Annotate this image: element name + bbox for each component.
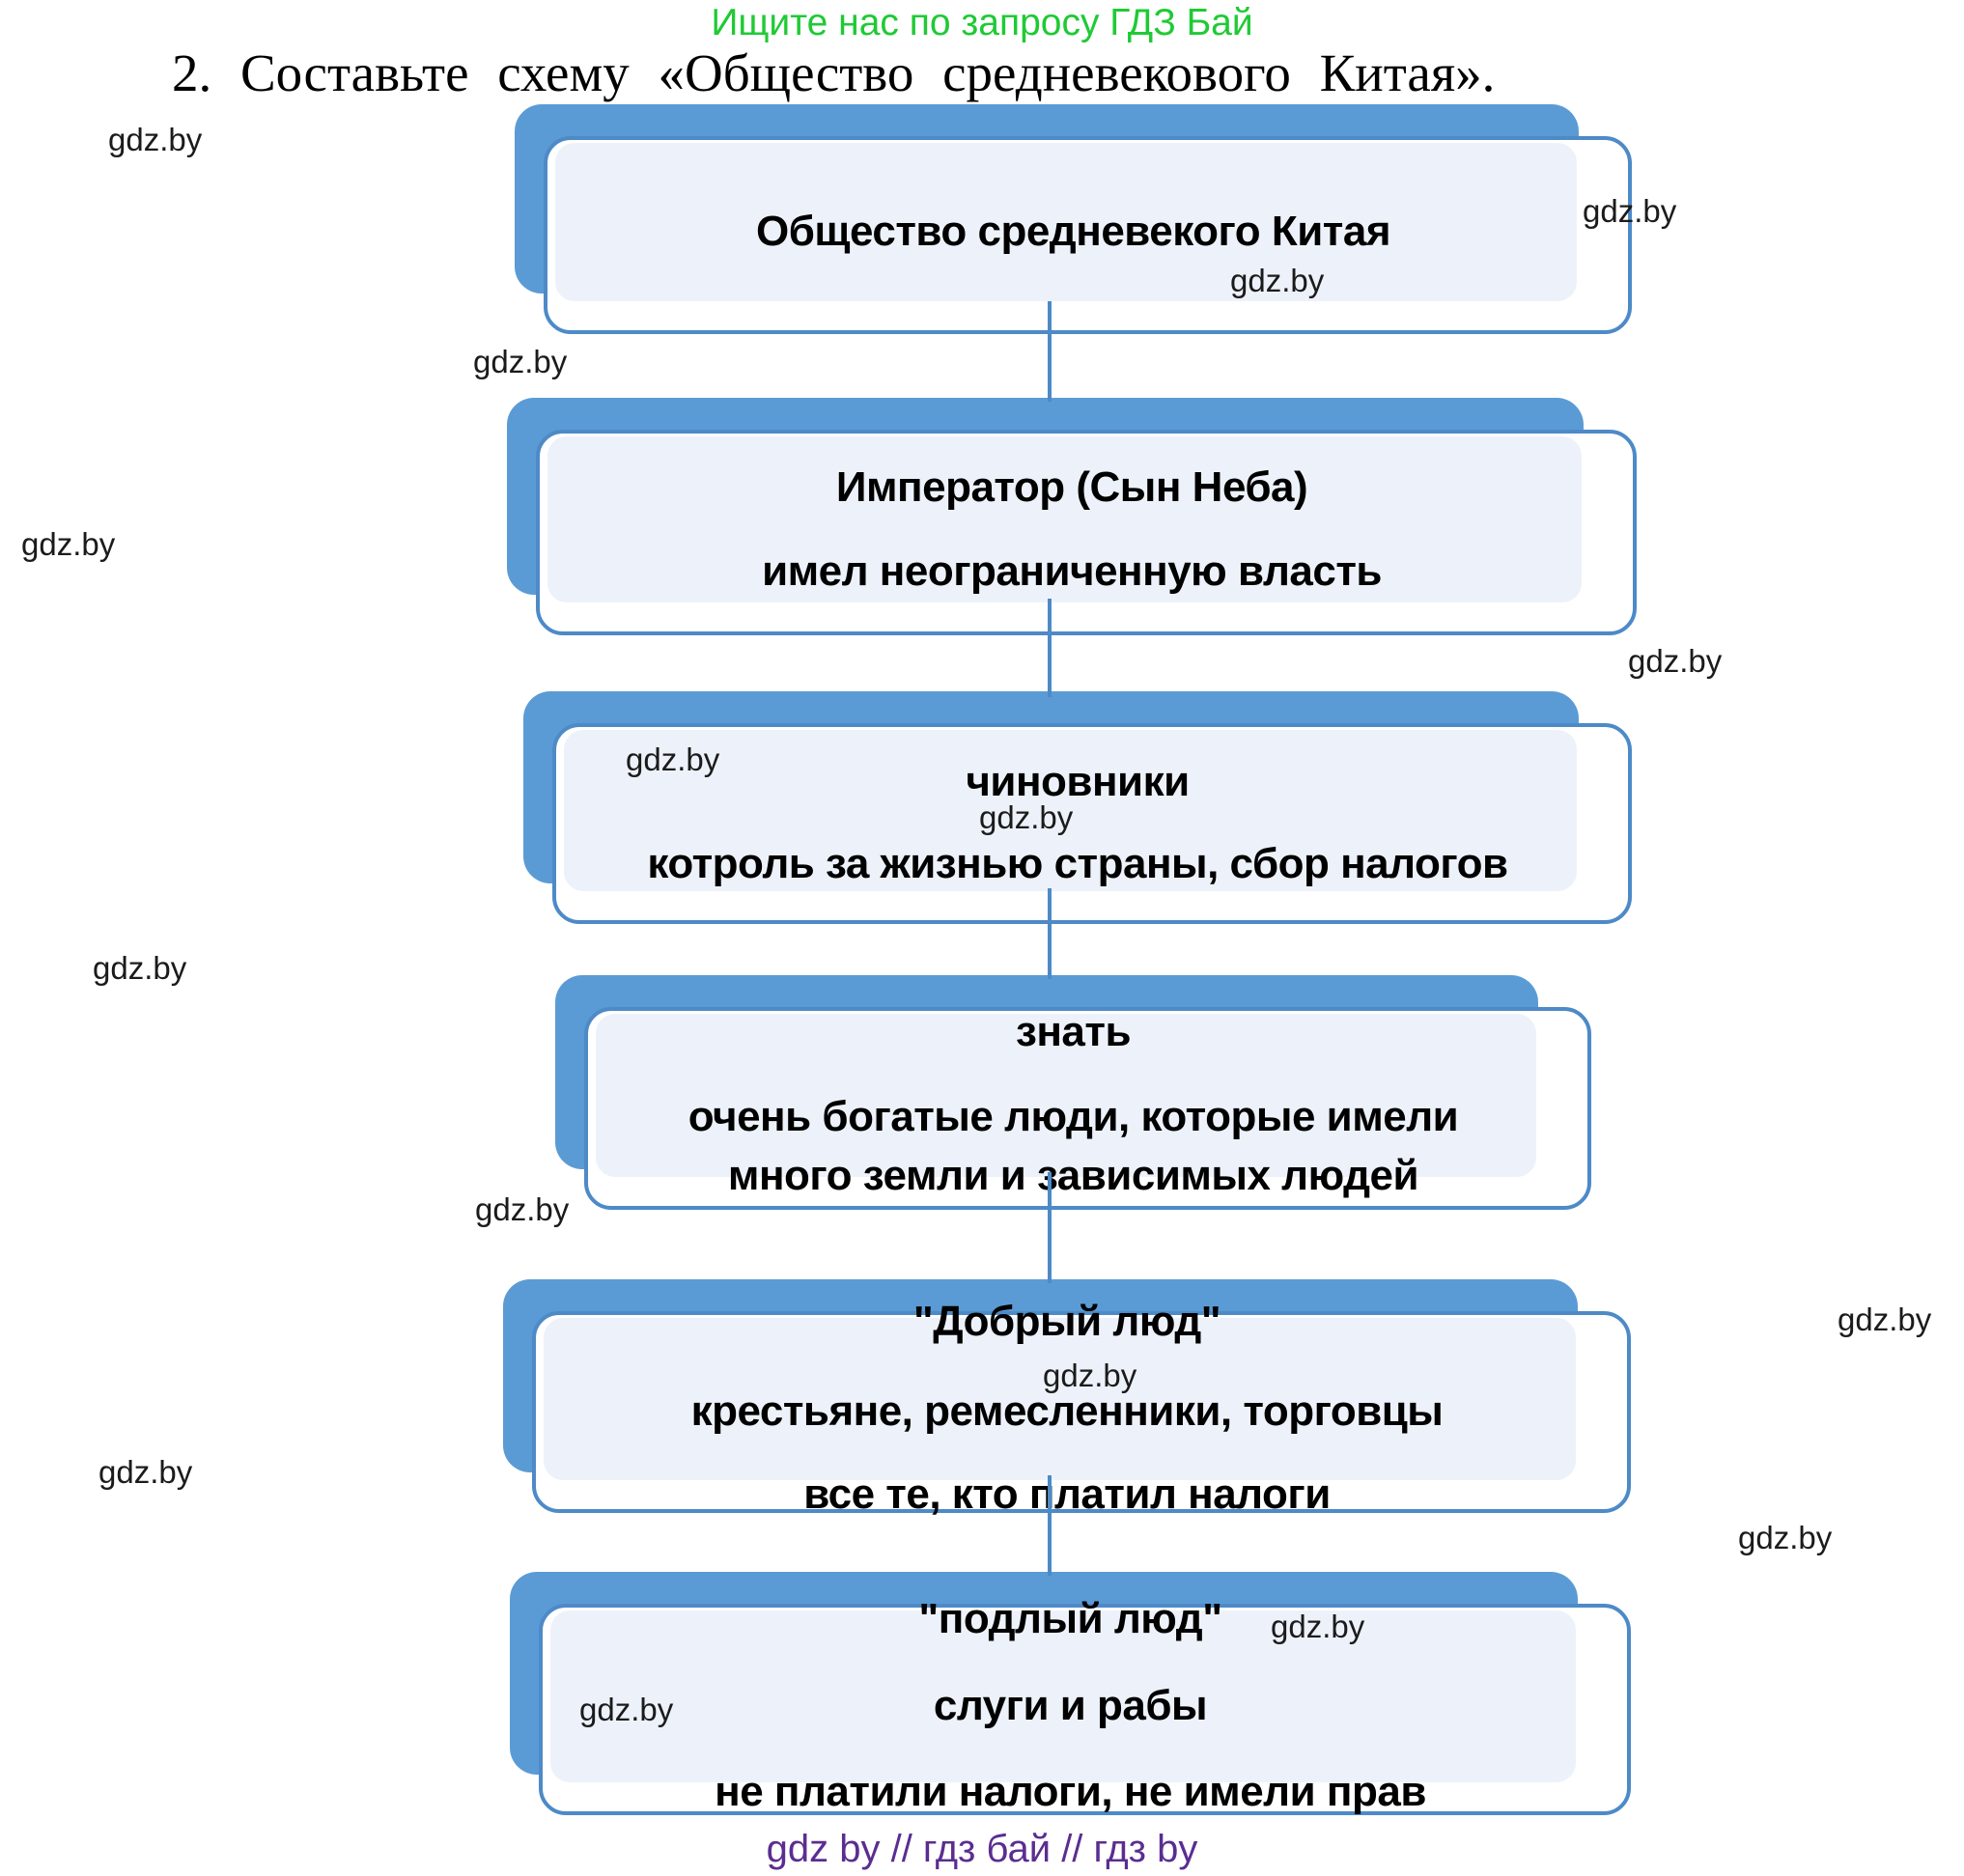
promo-banner: Ищите нас по запросу ГДЗ Бай: [711, 2, 1253, 43]
node-fill-panel: [564, 730, 1577, 891]
gdz-watermark: gdz.by: [21, 526, 116, 562]
diagram-node-mean-folk: "подлый люд" слуги и рабы не платили нал…: [510, 1572, 1631, 1815]
node-fill-panel: [550, 1610, 1576, 1782]
diagram-node-good-folk: "Добрый люд" крестьяне, ремесленники, то…: [503, 1279, 1631, 1518]
node-mean-folk-detail-1: слуги и рабы: [933, 1682, 1208, 1729]
gdz-watermark: gdz.by: [979, 799, 1074, 835]
diagram-node-nobility: знать очень богатые люди, которые имели …: [555, 975, 1591, 1210]
node-nobility-detail-1: очень богатые люди, которые имели: [687, 1093, 1459, 1140]
gdz-watermark: gdz.by: [1271, 1609, 1365, 1644]
gdz-watermark: gdz.by: [475, 1191, 570, 1227]
gdz-watermark: gdz.by: [1628, 643, 1723, 679]
node-mean-folk-detail-2: не платили налоги, не имели прав: [715, 1768, 1426, 1815]
node-nobility-detail-2: много земли и зависимых людей: [727, 1152, 1419, 1199]
node-good-folk-detail-1: крестьяне, ремесленники, торговцы: [690, 1387, 1444, 1435]
node-emperor-detail: имел неограниченную власть: [762, 547, 1382, 595]
node-emperor-title: Император (Сын Неба): [835, 463, 1308, 511]
node-good-folk-detail-2: все те, кто платил налоги: [803, 1470, 1331, 1518]
node-fill-panel: [555, 143, 1577, 301]
gdz-watermark: gdz.by: [1043, 1358, 1137, 1393]
footer-watermark: gdz by // гдз бай // гдз by: [766, 1828, 1198, 1870]
node-fill-panel: [547, 436, 1582, 602]
gdz-watermark: gdz.by: [93, 950, 187, 986]
connector-officials-nobility: [1048, 888, 1052, 979]
diagram-node-officials: чиновники котроль за жизнью страны, сбор…: [523, 691, 1632, 924]
gdz-watermark: gdz.by: [108, 122, 203, 157]
connector-society-emperor: [1048, 301, 1052, 402]
node-mean-folk-title: "подлый люд": [918, 1595, 1222, 1642]
connector-goodfolk-meanfolk: [1048, 1475, 1052, 1576]
gdz-watermark: gdz.by: [626, 742, 720, 777]
gdz-watermark: gdz.by: [473, 344, 568, 379]
node-officials-title: чиновники: [966, 758, 1190, 805]
node-nobility-title: знать: [1015, 1008, 1132, 1055]
gdz-watermark: gdz.by: [579, 1692, 674, 1727]
node-society-title: Общество средневекого Китая: [755, 208, 1391, 255]
gdz-watermark: gdz.by: [1738, 1520, 1833, 1555]
node-officials-detail: котроль за жизнью страны, сбор налогов: [647, 840, 1508, 887]
gdz-watermark: gdz.by: [1583, 193, 1677, 229]
gdz-watermark: gdz.by: [98, 1454, 193, 1490]
connector-nobility-goodfolk: [1048, 1172, 1052, 1283]
node-good-folk-title: "Добрый люд": [912, 1298, 1221, 1345]
gdz-watermark: gdz.by: [1838, 1302, 1932, 1337]
gdz-watermark: gdz.by: [1230, 263, 1325, 298]
diagram-node-society: Общество средневекого Китая: [515, 104, 1632, 334]
connector-emperor-officials: [1048, 599, 1052, 697]
task-title: 2. Составьте схему «Общество средневеков…: [172, 43, 1496, 102]
node-fill-panel: [596, 1014, 1536, 1177]
diagram-node-emperor: Император (Сын Неба) имел неограниченную…: [507, 398, 1637, 635]
node-fill-panel: [544, 1318, 1576, 1480]
